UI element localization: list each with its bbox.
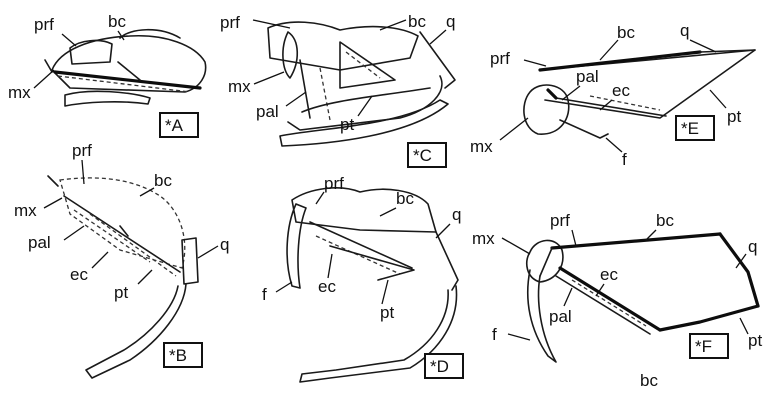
panel-c-label-mx: mx bbox=[228, 77, 251, 96]
panel-c-label-q: q bbox=[446, 12, 455, 31]
panel-e-leader-f bbox=[606, 138, 622, 152]
panel-d-label-prf: prf bbox=[324, 174, 344, 193]
panel-b-leader-pt bbox=[138, 270, 152, 284]
panel-e-label-ec: ec bbox=[612, 81, 630, 100]
panel-d-leader-bc bbox=[380, 208, 396, 216]
panel-b-label-pal: pal bbox=[28, 233, 51, 252]
panel-e-label-q: q bbox=[680, 21, 689, 40]
panel-e-label-prf: prf bbox=[490, 49, 510, 68]
panel-e-leader-bc bbox=[600, 40, 618, 60]
panel-f-leader-pt bbox=[740, 318, 748, 334]
panel-f: mx prf bc q ec f pal pt bc *F bbox=[472, 211, 762, 390]
panel-f-leader-f bbox=[508, 334, 530, 340]
panel-c-leader-q bbox=[430, 30, 446, 44]
panel-b-label-pt: pt bbox=[114, 283, 128, 302]
panel-e-label-mx: mx bbox=[470, 137, 493, 156]
panel-e-label-pt: pt bbox=[727, 107, 741, 126]
panel-d-drawing bbox=[287, 188, 458, 382]
panel-b-badge-text: *B bbox=[169, 346, 187, 365]
panel-c: prf bc q mx pal pt *C bbox=[220, 12, 455, 167]
panel-c-badge-text: *C bbox=[413, 146, 432, 165]
panel-f-label-ec: ec bbox=[600, 265, 618, 284]
panel-f-label-bc: bc bbox=[656, 211, 674, 230]
panel-f-label-pt: pt bbox=[748, 331, 762, 350]
panel-a: prf bc mx *A bbox=[8, 12, 206, 137]
panel-f-leader-pal bbox=[564, 288, 572, 306]
panel-c-label-bc: bc bbox=[408, 12, 426, 31]
panel-e-badge-text: *E bbox=[681, 119, 699, 138]
panel-b-label-ec: ec bbox=[70, 265, 88, 284]
panel-d-leader-ec bbox=[328, 254, 332, 278]
panel-d-leader-f bbox=[276, 282, 292, 292]
panel-b-leader-mx bbox=[44, 198, 62, 208]
panel-a-label-mx: mx bbox=[8, 83, 31, 102]
panel-d-label-q: q bbox=[452, 205, 461, 224]
panel-e-drawing bbox=[524, 50, 755, 138]
panel-f-badge-text: *F bbox=[695, 337, 712, 356]
panel-d-label-ec: ec bbox=[318, 277, 336, 296]
panel-d-label-pt: pt bbox=[380, 303, 394, 322]
panel-f-label-q: q bbox=[748, 237, 757, 256]
panel-c-leader-mx bbox=[254, 72, 284, 84]
panel-a-label-prf: prf bbox=[34, 15, 54, 34]
panel-e-label-f: f bbox=[622, 150, 627, 169]
panel-d-badge-text: *D bbox=[430, 357, 449, 376]
panel-b-leader-ec bbox=[92, 252, 108, 268]
panel-a-leader-mx bbox=[34, 70, 54, 88]
panel-d: prf bc q f ec pt *D bbox=[262, 174, 463, 382]
panel-f-label-prf: prf bbox=[550, 211, 570, 230]
panel-a-badge-text: *A bbox=[165, 116, 184, 135]
panel-c-leader-pt bbox=[358, 96, 372, 116]
panel-f-label-f: f bbox=[492, 325, 497, 344]
panel-a-label-bc: bc bbox=[108, 12, 126, 31]
panel-e-leader-prf bbox=[524, 60, 546, 66]
panel-d-leader-q bbox=[436, 224, 450, 238]
panel-b-leader-q bbox=[198, 246, 218, 258]
panel-e-leader-q bbox=[690, 40, 716, 52]
panel-b: prf bc mx pal ec pt q *B bbox=[14, 141, 229, 378]
panel-b-label-prf: prf bbox=[72, 141, 92, 160]
panel-b-label-bc: bc bbox=[154, 171, 172, 190]
panel-f-label-bc-below: bc bbox=[640, 371, 658, 390]
panel-d-label-f: f bbox=[262, 285, 267, 304]
panel-c-drawing bbox=[268, 22, 455, 146]
panel-c-label-prf: prf bbox=[220, 13, 240, 32]
panel-f-label-mx: mx bbox=[472, 229, 495, 248]
panel-b-leader-pal bbox=[64, 226, 84, 240]
panel-e-label-bc: bc bbox=[617, 23, 635, 42]
panel-f-leader-mx bbox=[502, 238, 530, 254]
panel-c-label-pal: pal bbox=[256, 102, 279, 121]
panel-b-label-q: q bbox=[220, 235, 229, 254]
panel-c-leader-pal bbox=[286, 92, 306, 106]
panel-b-leader-prf bbox=[82, 160, 84, 184]
panel-d-leader-pt bbox=[382, 280, 388, 304]
panel-a-drawing bbox=[45, 30, 206, 106]
panel-e: prf bc q pal ec pt mx f *E bbox=[470, 21, 755, 169]
panel-a-leader-prf bbox=[62, 34, 76, 46]
panel-b-leader-bc bbox=[140, 188, 154, 196]
panel-e-leader-mx bbox=[500, 118, 528, 140]
panel-e-leader-pt bbox=[710, 90, 726, 108]
panel-f-leader-prf bbox=[572, 230, 576, 246]
panel-d-leader-prf bbox=[316, 192, 324, 204]
panel-c-label-pt: pt bbox=[340, 115, 354, 134]
panel-d-label-bc: bc bbox=[396, 189, 414, 208]
panel-f-label-pal: pal bbox=[549, 307, 572, 326]
panel-b-label-mx: mx bbox=[14, 201, 37, 220]
panel-e-label-pal: pal bbox=[576, 67, 599, 86]
